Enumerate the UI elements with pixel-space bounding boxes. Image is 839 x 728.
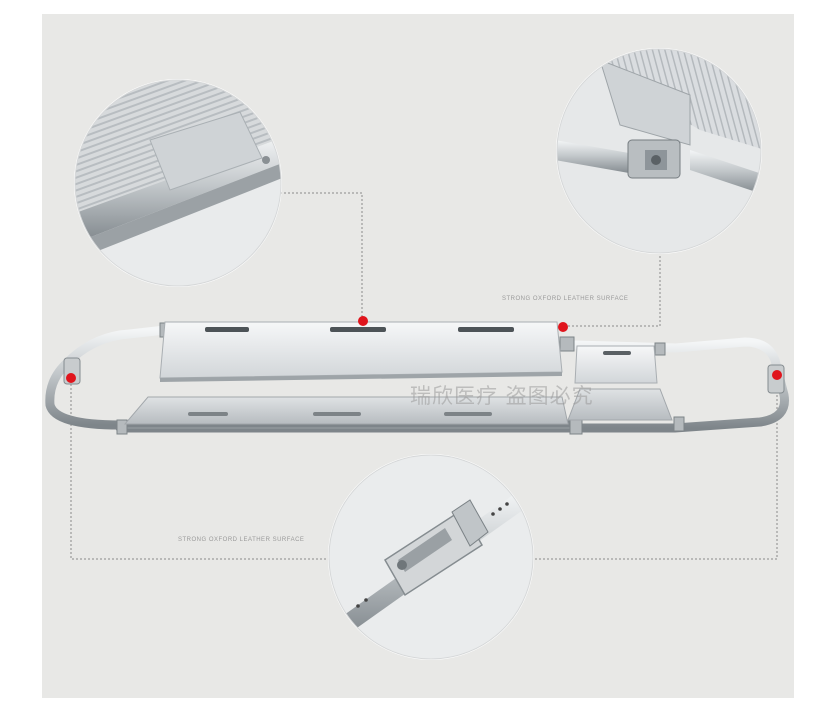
detail-circle-telescoping-latch (328, 454, 534, 660)
red-markers (66, 316, 782, 383)
leader-line-bottom-right (533, 375, 778, 560)
caption-lower: STRONG OXFORD LEATHER SURFACE (178, 537, 305, 543)
caption-upper: STRONG OXFORD LEATHER SURFACE (502, 296, 629, 302)
leader-line-top-right (564, 248, 661, 327)
scoop-stretcher (45, 321, 789, 435)
leader-line-top-left (272, 192, 363, 320)
detail-circle-plate-edge (74, 79, 282, 287)
watermark: 瑞欣医疗 盗图必究 (410, 384, 594, 408)
marker-right-hinge (772, 370, 782, 380)
marker-left-hinge (66, 373, 76, 383)
marker-upper-plate (358, 316, 368, 326)
detail-circle-corner-joint (556, 48, 762, 254)
marker-right-joint (558, 322, 568, 332)
leader-lines (70, 192, 778, 560)
